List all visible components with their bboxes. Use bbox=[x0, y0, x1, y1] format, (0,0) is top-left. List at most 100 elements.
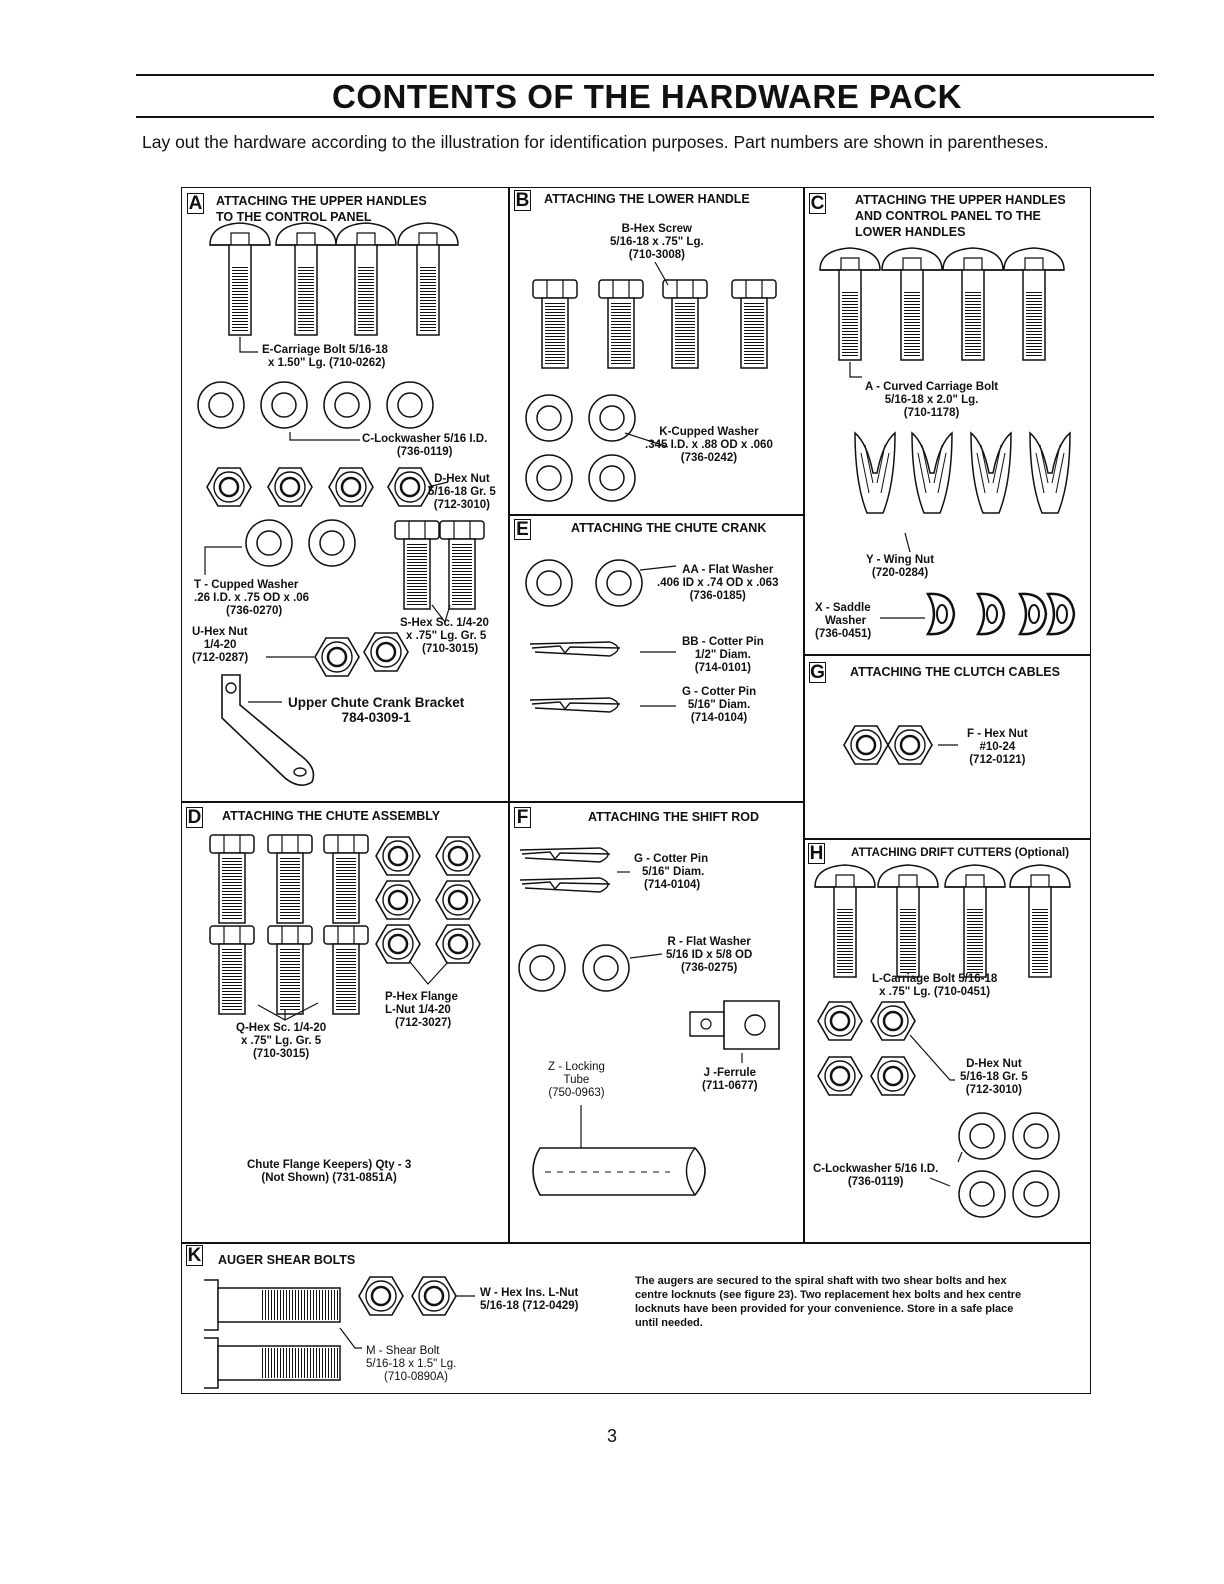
d-hex-nut-label-h: D-Hex Nut 5/16-18 Gr. 5 (712-3010) bbox=[960, 1058, 1028, 1097]
d-nut-a-line3: (712-3010) bbox=[433, 499, 491, 511]
c-lock-h-line2: (736-0119) bbox=[847, 1176, 904, 1188]
g-pin-f-line1: G - Cotter Pin bbox=[634, 853, 709, 865]
section-g-box bbox=[803, 654, 1091, 840]
u-nut-line1: U-Hex Nut bbox=[192, 626, 248, 638]
section-d-title: ATTACHING THE CHUTE ASSEMBLY bbox=[222, 809, 441, 823]
chute-crank-bracket-label: Upper Chute Crank Bracket 784-0309-1 bbox=[288, 695, 464, 725]
section-c-box bbox=[803, 187, 1091, 656]
g-cotter-pin-label-f: G - Cotter Pin 5/16" Diam. (714-0104) bbox=[634, 853, 708, 892]
section-c-letter: C bbox=[809, 193, 826, 214]
m-bolt-line1: M - Shear Bolt bbox=[366, 1345, 440, 1357]
x-saddle-washer-label: X - Saddle Washer (736-0451) bbox=[815, 602, 871, 641]
s-screw-line3: (710-3015) bbox=[422, 643, 479, 655]
c-lock-a-line1: C-Lockwasher 5/16 I.D. bbox=[362, 433, 488, 445]
keepers-line2: (Not Shown) (731-0851A) bbox=[261, 1172, 397, 1184]
section-e-box bbox=[508, 514, 805, 803]
section-a-title-line1: ATTACHING THE UPPER HANDLES bbox=[216, 194, 427, 208]
bb-pin-line2: 1/2" Diam. bbox=[694, 649, 751, 661]
aa-washer-line2: .406 ID x .74 OD x .063 bbox=[657, 577, 779, 589]
section-k-title: AUGER SHEAR BOLTS bbox=[218, 1253, 356, 1267]
keepers-line1: Chute Flange Keepers) Qty - 3 bbox=[247, 1159, 412, 1171]
f-nut-line2: #10-24 bbox=[979, 741, 1016, 753]
l-bolt-line2: x .75" Lg. (710-0451) bbox=[879, 986, 991, 998]
z-tube-line1: Z - Locking bbox=[548, 1061, 605, 1073]
section-c-title-line2: AND CONTROL PANEL TO THE bbox=[855, 209, 1041, 223]
section-d-box bbox=[181, 801, 510, 1244]
r-washer-line3: (736-0275) bbox=[681, 962, 738, 974]
section-e-title: ATTACHING THE CHUTE CRANK bbox=[571, 521, 767, 535]
p-nut-line1: P-Hex Flange bbox=[385, 991, 458, 1003]
s-screw-line1: S-Hex Sc. 1/4-20 bbox=[400, 617, 489, 629]
q-screw-line2: x .75" Lg. Gr. 5 bbox=[240, 1035, 322, 1047]
section-b-letter: B bbox=[514, 190, 531, 211]
g-pin-f-line2: 5/16" Diam. bbox=[642, 866, 705, 878]
p-hex-flange-label: P-Hex Flange L-Nut 1/4-20 (712-3027) bbox=[385, 991, 458, 1030]
f-nut-line3: (712-0121) bbox=[969, 754, 1026, 766]
aa-washer-line1: AA - Flat Washer bbox=[682, 564, 774, 576]
bb-pin-line1: BB - Cotter Pin bbox=[682, 636, 764, 648]
aa-flat-washer-label: AA - Flat Washer .406 ID x .74 OD x .063… bbox=[657, 564, 778, 603]
section-c-title-line1: ATTACHING THE UPPER HANDLES bbox=[855, 193, 1066, 207]
q-screw-line3: (710-3015) bbox=[252, 1048, 310, 1060]
m-bolt-line2: 5/16-18 x 1.5" Lg. bbox=[366, 1358, 457, 1370]
c-lock-a-line2: (736-0119) bbox=[396, 446, 453, 458]
d-hex-nut-label-a: D-Hex Nut 5/16-18 Gr. 5 (712-3010) bbox=[428, 473, 496, 512]
c-lockwasher-label-a: C-Lockwasher 5/16 I.D. (736-0119) bbox=[362, 433, 487, 459]
t-washer-line1: T - Cupped Washer bbox=[194, 579, 299, 591]
s-screw-line2: x .75" Lg. Gr. 5 bbox=[406, 630, 487, 642]
d-nut-h-line1: D-Hex Nut bbox=[966, 1058, 1022, 1070]
m-shear-bolt-label: M - Shear Bolt 5/16-18 x 1.5" Lg. (710-0… bbox=[366, 1345, 456, 1384]
k-washer-line3: (736-0242) bbox=[680, 452, 738, 464]
e-bolt-line1: E-Carriage Bolt 5/16-18 bbox=[262, 344, 388, 356]
page-title: CONTENTS OF THE HARDWARE PACK bbox=[332, 78, 962, 115]
g-pin-e-line3: (714-0104) bbox=[690, 712, 748, 724]
section-g-title: ATTACHING THE CLUTCH CABLES bbox=[850, 665, 1060, 679]
g-pin-e-line2: 5/16" Diam. bbox=[687, 699, 751, 711]
section-h-title: ATTACHING DRIFT CUTTERS (Optional) bbox=[851, 847, 1070, 859]
t-cupped-washer-label: T - Cupped Washer .26 I.D. x .75 OD x .0… bbox=[194, 579, 309, 618]
section-k-box bbox=[181, 1242, 1091, 1394]
section-e-letter: E bbox=[514, 519, 531, 540]
intro-text: Lay out the hardware according to the il… bbox=[142, 132, 1049, 152]
title-underline bbox=[136, 116, 1154, 118]
f-nut-line1: F - Hex Nut bbox=[967, 728, 1028, 740]
section-a-box bbox=[181, 187, 510, 803]
q-hex-screw-label: Q-Hex Sc. 1/4-20 x .75" Lg. Gr. 5 (710-3… bbox=[236, 1022, 326, 1061]
d-nut-h-line2: 5/16-18 Gr. 5 bbox=[960, 1071, 1028, 1083]
a-bolt-line2: 5/16-18 x 2.0" Lg. bbox=[884, 394, 979, 406]
section-c-title-line3: LOWER HANDLES bbox=[855, 225, 966, 239]
e-carriage-bolt-label: E-Carriage Bolt 5/16-18 x 1.50" Lg. (710… bbox=[262, 344, 388, 370]
auger-shear-bolt-note: The augers are secured to the spiral sha… bbox=[635, 1275, 1022, 1329]
j-ferrule-line2: (711-0677) bbox=[702, 1080, 758, 1092]
w-hex-nut-label: W - Hex Ins. L-Nut 5/16-18 (712-0429) bbox=[480, 1287, 578, 1313]
a-bolt-line3: (710-1178) bbox=[903, 407, 960, 419]
section-a-title-line2: TO THE CONTROL PANEL bbox=[216, 210, 372, 224]
bracket-line2: 784-0309-1 bbox=[341, 710, 411, 725]
q-screw-line1: Q-Hex Sc. 1/4-20 bbox=[236, 1022, 327, 1034]
z-tube-line2: Tube bbox=[563, 1074, 590, 1086]
chute-flange-keepers-label: Chute Flange Keepers) Qty - 3 (Not Shown… bbox=[247, 1159, 411, 1185]
w-nut-line2: 5/16-18 (712-0429) bbox=[480, 1300, 579, 1312]
b-screw-line1: B-Hex Screw bbox=[621, 223, 692, 235]
section-a-letter: A bbox=[187, 193, 204, 214]
section-g-letter: G bbox=[809, 662, 826, 683]
bb-pin-line3: (714-0101) bbox=[694, 662, 752, 674]
r-washer-line1: R - Flat Washer bbox=[667, 936, 751, 948]
section-k-letter: K bbox=[186, 1245, 203, 1266]
u-nut-line3: (712-0287) bbox=[192, 652, 249, 664]
y-nut-line1: Y - Wing Nut bbox=[866, 554, 935, 566]
k-washer-line2: .345 I.D. x .88 OD x .060 bbox=[645, 439, 773, 451]
m-bolt-line3: (710-0890A) bbox=[384, 1371, 448, 1383]
bb-cotter-pin-label: BB - Cotter Pin 1/2" Diam. (714-0101) bbox=[682, 636, 764, 675]
section-f-title: ATTACHING THE SHIFT ROD bbox=[588, 810, 760, 824]
a-curved-bolt-label: A - Curved Carriage Bolt 5/16-18 x 2.0" … bbox=[865, 381, 998, 420]
bracket-line1: Upper Chute Crank Bracket bbox=[288, 695, 465, 710]
g-cotter-pin-label-e: G - Cotter Pin 5/16" Diam. (714-0104) bbox=[682, 686, 756, 725]
l-carriage-bolt-label: L-Carriage Bolt 5/16-18 x .75" Lg. (710-… bbox=[872, 973, 997, 999]
p-nut-line3: (712-3027) bbox=[395, 1017, 452, 1029]
r-washer-line2: 5/16 ID x 5/8 OD bbox=[666, 949, 753, 961]
d-nut-h-line3: (712-3010) bbox=[965, 1084, 1023, 1096]
y-nut-line2: (720-0284) bbox=[871, 567, 929, 579]
u-hex-nut-label: U-Hex Nut 1/4-20 (712-0287) bbox=[192, 626, 248, 665]
